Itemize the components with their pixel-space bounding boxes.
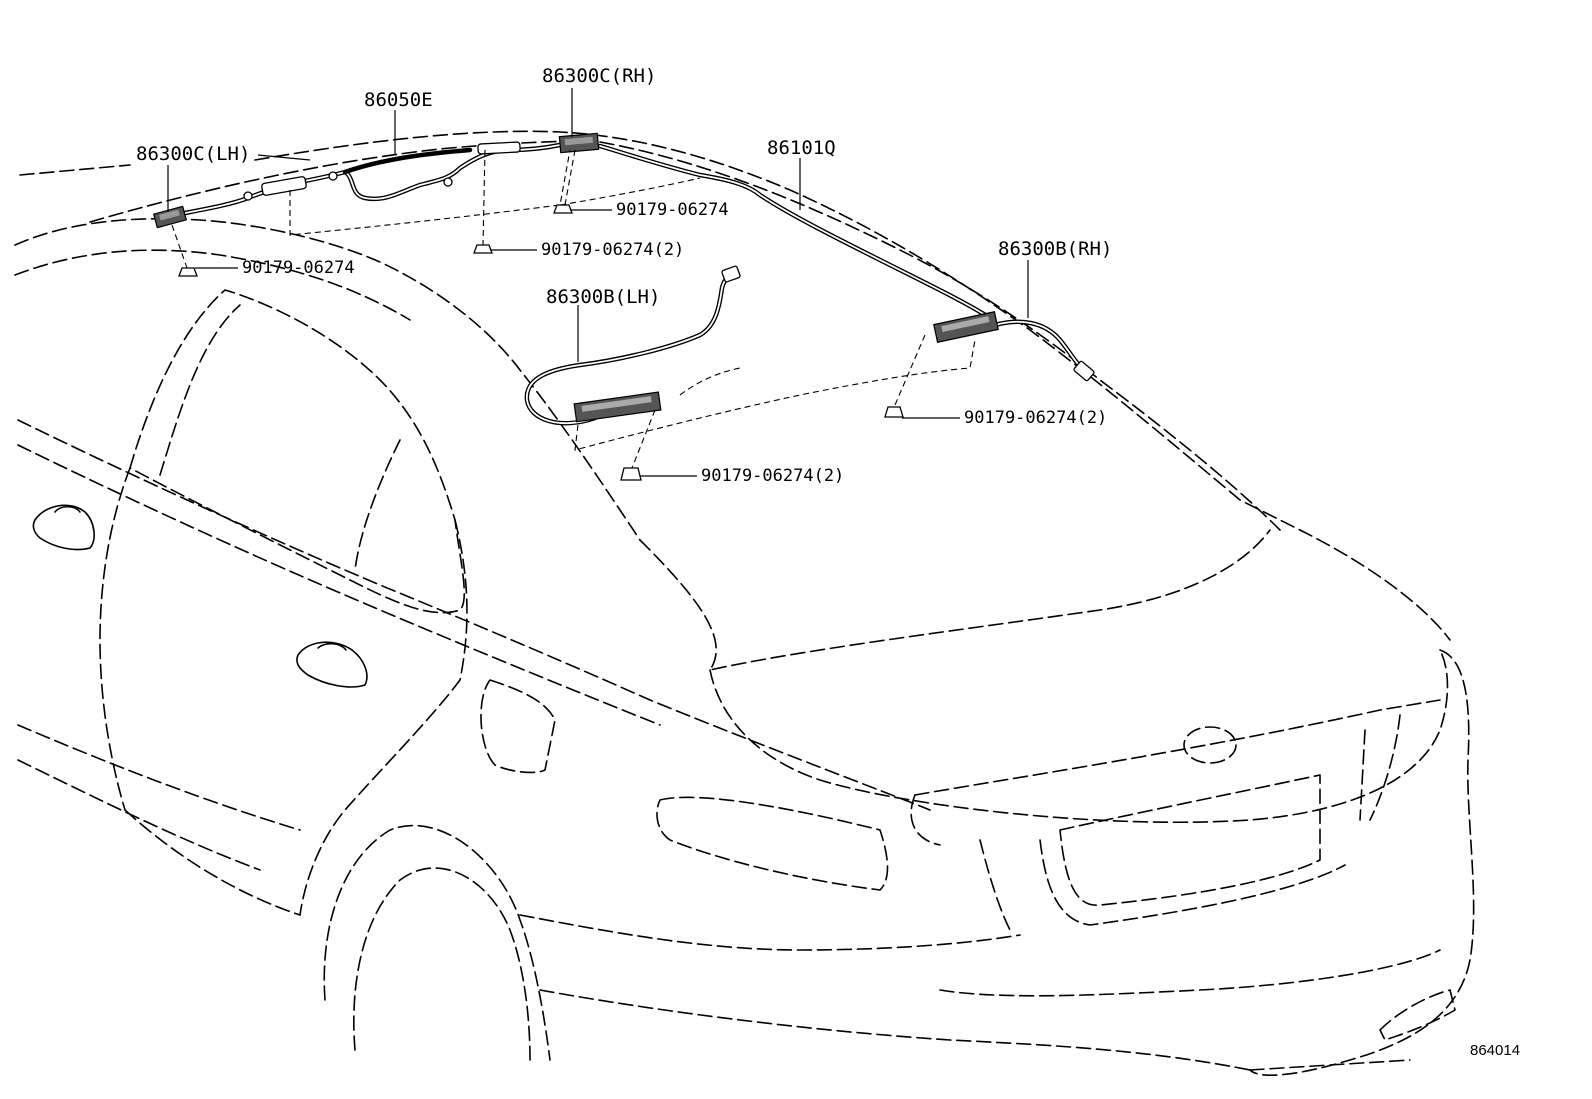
label-clip-2: 90179-06274	[616, 200, 729, 220]
harness-86300B-RH	[992, 319, 1095, 382]
label-86300C-RH: 86300C(RH)	[542, 65, 656, 87]
label-86101Q: 86101Q	[767, 137, 836, 159]
door-handle-rear-icon	[296, 641, 368, 688]
label-86300B-LH: 86300B(LH)	[546, 286, 660, 308]
label-86300C-LH: 86300C(LH)	[136, 143, 250, 165]
cable-86101Q	[597, 143, 993, 321]
harness-86300B-LH	[524, 265, 741, 426]
module-86300B-RH-icon	[933, 311, 999, 343]
diagram-code: 864014	[1470, 1042, 1520, 1059]
label-86300B-RH: 86300B(RH)	[998, 238, 1112, 260]
clip-5-icon	[620, 409, 656, 481]
label-clip-4: 90179-06274(2)	[964, 408, 1107, 428]
module-86300C-RH-icon	[558, 132, 600, 154]
leader-lines	[167, 88, 1029, 477]
module-86300B-LH-icon	[573, 391, 662, 423]
harness-86050E	[172, 141, 563, 218]
part-labels: 86300C(LH) 86050E 86300C(RH) 86101Q 8630…	[136, 65, 1520, 1059]
module-86300C-LH-icon	[152, 205, 188, 229]
car-body-outline	[14, 130, 1475, 1076]
clip-2-icon	[553, 149, 576, 214]
label-clip-3: 90179-06274(2)	[541, 240, 684, 260]
door-handle-front-icon	[32, 504, 95, 551]
clip-3-icon	[473, 149, 493, 254]
clip-4-icon	[884, 334, 926, 418]
clip-1-icon	[171, 224, 198, 277]
label-clip-1: 90179-06274	[242, 258, 355, 278]
label-86050E: 86050E	[364, 89, 433, 111]
label-clip-5: 90179-06274(2)	[701, 466, 844, 486]
mounting-outlines	[289, 149, 976, 451]
